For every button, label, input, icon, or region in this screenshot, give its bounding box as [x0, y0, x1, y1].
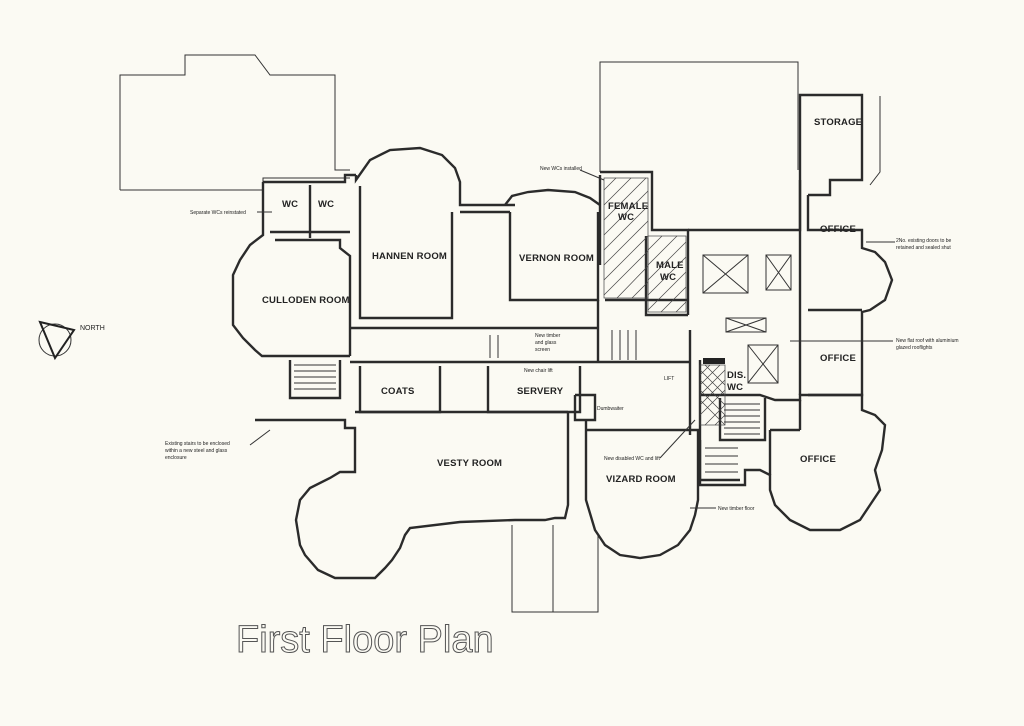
label-office-top: OFFICE [820, 224, 856, 235]
label-servery: SERVERY [517, 386, 564, 397]
label-office-bottom: OFFICE [800, 454, 836, 465]
note-flat-roof: New flat roof with aluminium [896, 338, 959, 344]
label-wc-left: WC [282, 199, 298, 210]
note-lift: LIFT [664, 376, 674, 382]
note-separate-wcs: Separate WCs reinstated [190, 210, 246, 216]
note-dis-wc-lift: New disabled WC and lift [604, 456, 660, 462]
note-two-doors: 2No. existing doors to be [896, 238, 952, 244]
label-coats: COATS [381, 386, 415, 397]
label-male-wc-2: WC [660, 272, 676, 283]
label-female-wc-2: WC [618, 212, 634, 223]
note-flat-roof-2: glazed rooflights [896, 345, 933, 351]
note-new-wcs: New WCs installed [540, 166, 582, 172]
hatched-areas [603, 177, 726, 426]
note-timber-screen-2: and glass [535, 340, 557, 346]
annotations: Separate WCs reinstated New WCs installe… [165, 166, 959, 512]
label-female-wc: FEMALE [608, 201, 648, 212]
north-arrow: NORTH [38, 320, 105, 361]
label-vesty-room: VESTY ROOM [437, 458, 502, 469]
exterior-walls [231, 93, 894, 580]
label-hannen-room: HANNEN ROOM [372, 251, 447, 262]
note-stairs-3: enclosure [165, 455, 187, 461]
leader-lines [249, 169, 895, 509]
rooflights [702, 254, 792, 384]
plan-title: First Floor Plan [236, 619, 494, 661]
note-dumbwaiter: Dumbwaiter [597, 406, 624, 412]
note-timber-floor: New timber floor [718, 506, 755, 512]
label-storage: STORAGE [814, 117, 862, 128]
note-chair-lift: New chair lift [524, 368, 553, 374]
note-timber-screen: New timber [535, 333, 561, 339]
label-dis-wc: DIS. [727, 370, 746, 381]
label-vizard-room: VIZARD ROOM [606, 474, 676, 485]
label-wc-right: WC [318, 199, 334, 210]
label-office-mid: OFFICE [820, 353, 856, 364]
note-timber-screen-3: screen [535, 347, 550, 353]
label-vernon-room: VERNON ROOM [519, 253, 594, 264]
stairs [294, 330, 760, 473]
label-dis-wc-2: WC [727, 382, 743, 393]
label-culloden-room: CULLODEN ROOM [262, 295, 350, 306]
label-male-wc: MALE [656, 260, 684, 271]
note-stairs: Existing stairs to be enclosed [165, 441, 230, 447]
note-stairs-2: within a new steel and glass [165, 448, 228, 454]
room-labels: STORAGE OFFICE OFFICE OFFICE WC WC HANNE… [262, 117, 862, 485]
note-two-doors-2: retained and sealed shut [896, 245, 951, 251]
north-label: NORTH [80, 325, 105, 332]
adjacent-building-outlines [119, 54, 881, 613]
